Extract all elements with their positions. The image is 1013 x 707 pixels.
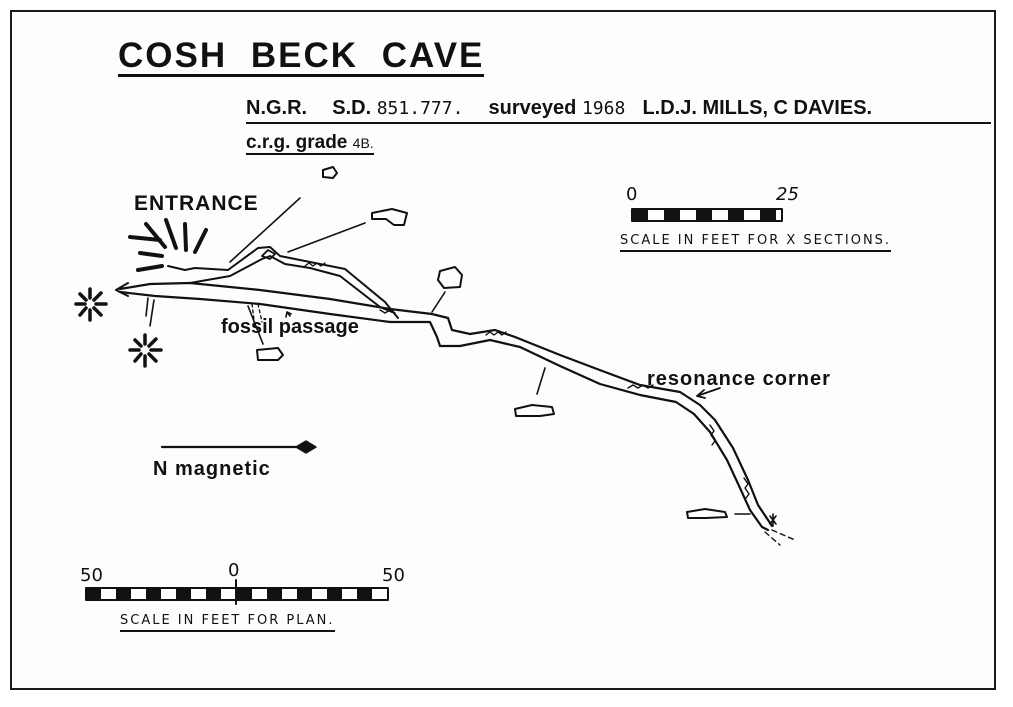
reference-underline: [246, 122, 991, 124]
upper-branch-outer: [167, 246, 399, 319]
leader-line: [431, 291, 446, 313]
passage-detail: [709, 424, 716, 446]
arrow-pointer: [696, 387, 721, 399]
passage-arrow: [115, 282, 129, 297]
sd-value: 851.777.: [376, 98, 464, 119]
survey-title: COSH BECK CAVE: [118, 36, 485, 77]
grade-line: c.r.g. grade 4B.: [246, 133, 374, 155]
grade-value: 4B.: [352, 135, 374, 151]
north-arrow-head: [295, 440, 317, 454]
fossil-passage-label: fossil passage: [221, 316, 359, 338]
leader-line: [229, 197, 301, 263]
passage-detail: [251, 303, 263, 323]
plan-scale-right: 50: [382, 565, 405, 586]
leader-line: [536, 367, 546, 395]
cross-section: [256, 347, 284, 361]
plan-scale-bar: [85, 579, 389, 605]
sd-label: S.D.: [332, 97, 372, 119]
cross-section: [322, 166, 338, 179]
plan-scale-caption: SCALE IN FEET FOR PLAN.: [120, 614, 335, 632]
leader-line: [247, 305, 264, 345]
north-magnetic-label: N magnetic: [153, 458, 271, 480]
surveyed-label: surveyed: [488, 97, 577, 119]
passage-detail: [304, 262, 326, 267]
arrow-pointer: [285, 311, 292, 318]
passage-detail: [379, 309, 396, 314]
passage-detail: [627, 384, 654, 389]
plan-scale-left: 50: [80, 565, 103, 586]
grade-label: c.r.g. grade: [246, 132, 348, 153]
entrance-label: ENTRANCE: [134, 192, 259, 215]
passage-detail: [485, 331, 507, 336]
passage-detail: [145, 297, 155, 327]
passage-wall-lower: [118, 290, 770, 532]
upper-branch-chamber: [261, 249, 276, 260]
passage-continuation: [764, 529, 796, 546]
x-section-scale-start: 0: [626, 184, 638, 205]
star-symbol-lower: [128, 333, 163, 368]
cross-section: [686, 508, 728, 519]
survey-reference-line: N.G.R. S.D. 851.777. surveyed 1968 L.D.J…: [246, 98, 872, 118]
cross-section: [514, 404, 555, 417]
passage-detail: [743, 477, 750, 499]
surveyors: L.D.J. MILLS, C DAVIES.: [642, 97, 873, 119]
passage-wall-upper: [118, 281, 774, 528]
plan-scale-middle: 0: [228, 560, 240, 581]
leader-line: [287, 222, 366, 253]
x-section-scale-caption: SCALE IN FEET FOR X SECTIONS.: [620, 234, 892, 252]
upper-branch-inner: [189, 255, 393, 313]
cross-section: [371, 208, 408, 226]
x-section-scale-end: 25: [776, 184, 799, 205]
passage-end-symbol: [769, 513, 777, 527]
ngr-label: N.G.R.: [246, 97, 308, 119]
x-section-scale-bar: [631, 208, 783, 222]
cross-section: [437, 266, 463, 289]
star-symbol-upper: [74, 287, 108, 322]
entrance-rays: [128, 218, 208, 272]
resonance-corner-label: resonance corner: [647, 368, 831, 390]
surveyed-year: 1968: [581, 98, 626, 119]
